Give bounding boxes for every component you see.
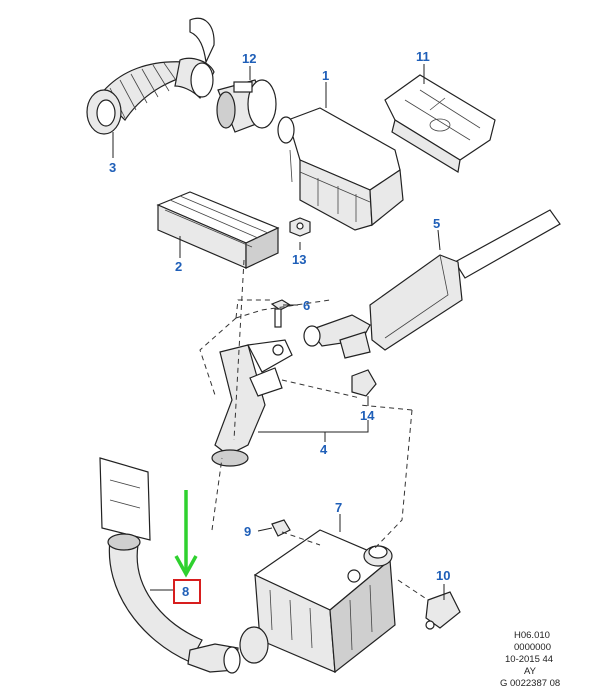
part-8-air-duct	[99, 457, 241, 674]
part-12-maf-sensor	[216, 79, 277, 133]
stamp-line-2: 0000000	[514, 642, 551, 653]
callout-9: 9	[244, 524, 251, 539]
part-4-intake-duct	[211, 339, 293, 467]
part-7-resonator-box	[239, 529, 396, 674]
callout-11: 11	[416, 49, 430, 64]
drawing-stamp: H06.010 0000000 10-2015 44 AY G 0022387 …	[500, 630, 560, 689]
stamp-line-1: H06.010	[514, 630, 550, 641]
part-11-bracket	[384, 74, 496, 173]
highlight-arrow-head	[174, 555, 198, 578]
leader-lines	[112, 64, 445, 600]
part-3-intake-hose	[86, 17, 215, 135]
part-14-clip	[351, 369, 377, 397]
callout-3: 3	[109, 160, 116, 175]
part-9-sensor	[271, 519, 291, 537]
stamp-line-4: AY	[524, 666, 537, 677]
highlight-box	[173, 579, 201, 604]
callout-1: 1	[322, 68, 329, 83]
highlight-callout-8	[173, 490, 201, 604]
part-10-clip	[425, 591, 461, 630]
callout-4: 4	[320, 442, 328, 457]
stamp-line-3: 10-2015 44	[505, 654, 553, 665]
callout-2: 2	[175, 259, 182, 274]
callout-13: 13	[292, 252, 306, 267]
part-5-resonator	[303, 209, 561, 359]
callout-12: 12	[242, 51, 256, 66]
callout-7: 7	[335, 500, 342, 515]
part-13-nut	[289, 217, 311, 237]
callout-5: 5	[433, 216, 440, 231]
callout-10: 10	[436, 568, 450, 583]
stamp-line-5: G 0022387 08	[500, 678, 560, 689]
callout-6: 6	[303, 298, 310, 313]
part-1-air-cleaner	[277, 107, 404, 231]
callout-14: 14	[360, 408, 375, 423]
part-6-bolt	[270, 299, 292, 328]
callouts: 1 2 3 4 5 6 7 8 9 10 11 12 13 14	[109, 49, 450, 599]
part-2-air-filter	[156, 191, 280, 269]
callout-8: 8	[182, 584, 189, 599]
assembly-lines	[199, 259, 429, 601]
